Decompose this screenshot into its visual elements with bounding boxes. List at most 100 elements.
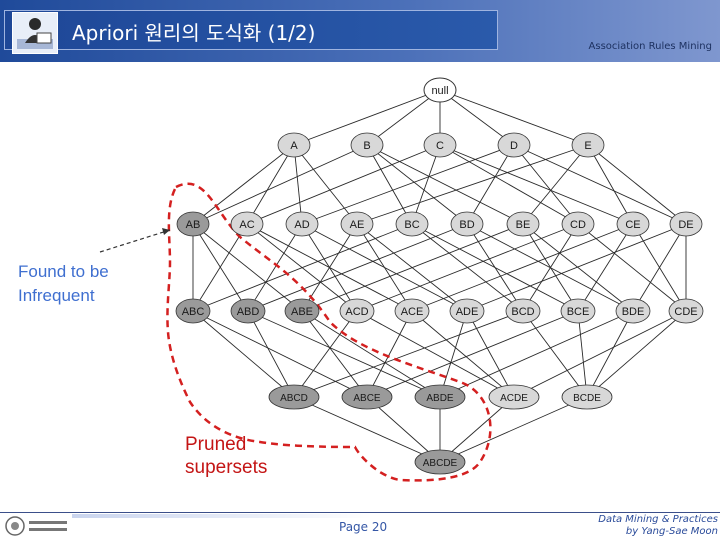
presenter-logo-icon [12, 12, 58, 54]
itemset-node-ad: AD [285, 211, 319, 237]
footer-accent-bar [72, 514, 372, 518]
lattice-edge-CD-ACD [356, 223, 579, 312]
lattice-edge-B-BD [366, 144, 468, 225]
pruned-boundary [166, 182, 492, 482]
itemset-node-ab: AB [176, 211, 210, 237]
itemset-node-bcde: BCDE [561, 384, 613, 410]
itemset-node-c: C [423, 132, 457, 158]
itemset-node-ac: AC [230, 211, 264, 237]
itemset-node-ce: CE [616, 211, 650, 237]
lattice-edge-D-DE [513, 144, 687, 225]
lattice-edge-A-AC [246, 144, 295, 225]
itemset-node-shape-be [506, 211, 540, 237]
footer-credit-line2: by Yang-Sae Moon [625, 526, 718, 537]
itemset-node-acd: ACD [339, 298, 375, 324]
slide-title: Apriori 원리의 도식화 (1/2) [72, 21, 316, 45]
itemset-node-abce: ABCE [341, 384, 393, 410]
lattice-edge-C-BC [411, 144, 441, 225]
itemset-node-e: E [571, 132, 605, 158]
itemset-label-cd: CD [570, 219, 586, 231]
itemset-label-abde: ABDE [426, 393, 454, 404]
itemset-node-abc: ABC [175, 298, 211, 324]
lattice-edge-null-A [293, 89, 441, 146]
itemset-label-be: BE [516, 219, 531, 231]
itemset-node-shape-bce [560, 298, 596, 324]
itemset-node-shape-ae [340, 211, 374, 237]
itemset-node-shape-b [350, 132, 384, 158]
found-infrequent-label: Found to be Infrequent [18, 262, 109, 305]
itemset-node-shape-ac [230, 211, 264, 237]
lattice-edge-CD-BCD [522, 223, 579, 312]
lattice-edge-AD-ABD [247, 223, 303, 312]
itemset-node-shape-abd [230, 298, 266, 324]
lattice-edge-null-E [439, 89, 589, 146]
itemset-label-d: D [510, 140, 518, 152]
lattice-edge-D-BD [466, 144, 515, 225]
lattice-edge-ABC-ABCE [192, 310, 368, 398]
itemset-label-bc: BC [404, 219, 419, 231]
lattice-edge-A-AB [192, 144, 295, 225]
itemset-label-ce: CE [625, 219, 640, 231]
lattice-edge-CE-ACE [411, 223, 634, 312]
lattice-edge-ACD-ACDE [356, 310, 515, 398]
footer-credit: Data Mining & Practices by Yang-Sae Moon [598, 514, 718, 538]
university-logo [3, 514, 71, 538]
lattice-edge-BCDE-ABCDE [439, 396, 588, 463]
lattice-edge-BCE-BCDE [577, 310, 588, 398]
itemset-label-abce: ABCE [353, 393, 381, 404]
lattice-edge-B-BC [366, 144, 413, 225]
itemset-node-ae: AE [340, 211, 374, 237]
lattice-edge-CD-CDE [577, 223, 687, 312]
itemset-node-abcde: ABCDE [414, 449, 466, 475]
itemset-node-shape-d [497, 132, 531, 158]
itemset-label-bcd: BCD [511, 306, 534, 318]
itemset-label-ac: AC [239, 219, 254, 231]
itemset-label-ace: ACE [401, 306, 424, 318]
itemset-label-b: B [363, 140, 370, 152]
lattice-edge-ABCD-ABCDE [293, 396, 441, 463]
itemset-node-bc: BC [395, 211, 429, 237]
itemset-node-cde: CDE [668, 298, 704, 324]
itemset-node-cd: CD [561, 211, 595, 237]
lattice-edge-BCE-ABCE [366, 310, 579, 398]
lattice-edge-BDE-ABDE [439, 310, 634, 398]
itemset-node-shape-null [423, 77, 457, 103]
itemset-node-abe: ABE [284, 298, 320, 324]
itemset-node-shape-abde [414, 384, 466, 410]
footer-credit-line1: Data Mining & Practices [598, 514, 718, 525]
itemset-node-shape-abcde [414, 449, 466, 475]
itemset-label-a: A [290, 140, 298, 152]
itemset-label-e: E [584, 140, 591, 152]
itemset-node-shape-a [277, 132, 311, 158]
itemset-label-ade: ADE [456, 306, 479, 318]
itemset-node-a: A [277, 132, 311, 158]
lattice-edge-BCD-BCDE [522, 310, 588, 398]
lattice-edge-E-AE [356, 144, 589, 225]
itemset-node-shape-abe [284, 298, 320, 324]
lattice-edge-ADE-ABDE [439, 310, 468, 398]
lattice-edge-BD-ABD [247, 223, 468, 312]
itemset-label-bde: BDE [622, 306, 645, 318]
itemset-label-ab: AB [186, 219, 201, 231]
itemset-label-de: DE [678, 219, 693, 231]
lattice-edge-ADE-ACDE [466, 310, 515, 398]
itemset-node-de: DE [669, 211, 703, 237]
itemset-node-shape-bc [395, 211, 429, 237]
lattice-edge-AB-ABE [192, 223, 303, 312]
itemset-node-acde: ACDE [488, 384, 540, 410]
lattice-edge-CDE-BCDE [586, 310, 687, 398]
lattice-edge-ABE-ABCE [301, 310, 368, 398]
lattice-edge-BD-BCD [466, 223, 524, 312]
lattice-edge-null-D [439, 89, 515, 146]
lattice-edge-C-CD [439, 144, 579, 225]
pointer-arrowhead [162, 228, 170, 235]
itemset-label-acde: ACDE [500, 393, 528, 404]
lattice-edge-ABD-ABDE [247, 310, 441, 398]
lattice-edge-CDE-ACDE [513, 310, 687, 398]
page-number: Page 20 [339, 520, 388, 534]
itemset-label-abe: ABE [291, 306, 313, 318]
lattice-edge-B-AB [192, 144, 368, 225]
lattice-edge-AC-ABC [192, 223, 248, 312]
itemset-node-shape-bde [615, 298, 651, 324]
